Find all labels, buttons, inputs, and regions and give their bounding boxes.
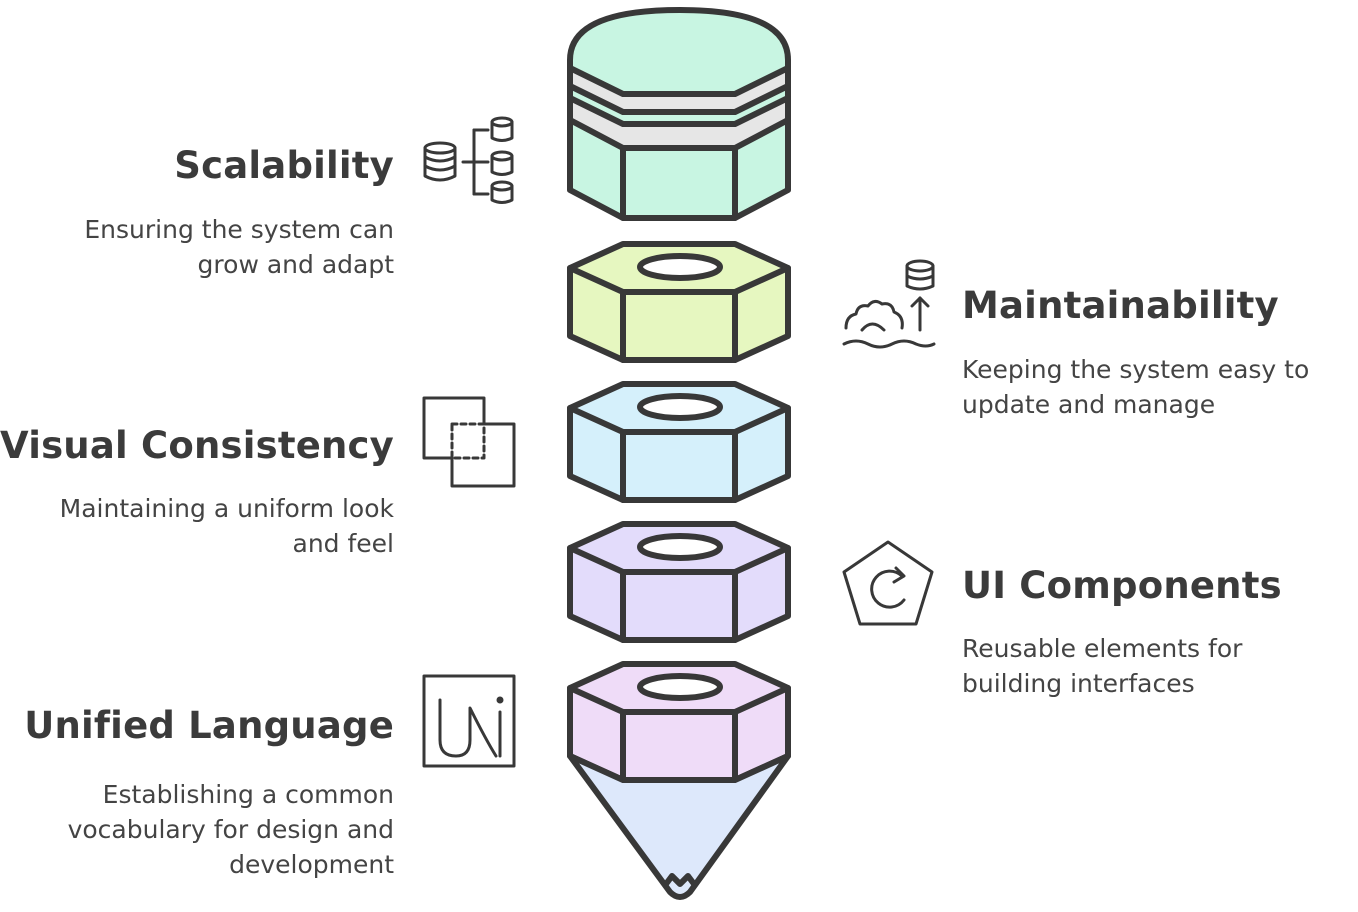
ui-components-title: UI Components	[962, 564, 1282, 607]
scalability-desc-line-2: grow and adapt	[197, 250, 394, 279]
gear-update-icon	[842, 259, 936, 349]
unified-language-desc-line-3: development	[229, 850, 394, 879]
hex-nut-3	[567, 521, 791, 643]
hex-nut-1	[567, 241, 791, 363]
scalability-description: Ensuring the system can grow and adapt	[84, 212, 394, 282]
database-split-icon	[423, 116, 514, 204]
scalability-desc-line-1: Ensuring the system can	[84, 215, 394, 244]
unified-language-title: Unified Language	[24, 704, 394, 747]
ui-components-desc-line-1: Reusable elements for	[962, 634, 1243, 663]
visual-consistency-desc-line-2: and feel	[292, 529, 395, 558]
maintainability-desc-line-1: Keeping the system easy to	[962, 355, 1310, 384]
ui-components-description: Reusable elements for building interface…	[962, 631, 1242, 701]
hex-nut-4	[567, 661, 791, 783]
hex-nut-2	[567, 381, 791, 503]
maintainability-title: Maintainability	[962, 284, 1279, 327]
visual-consistency-title: Visual Consistency	[0, 424, 394, 467]
visual-consistency-desc-line-1: Maintaining a uniform look	[59, 494, 394, 523]
ui-components-desc-line-2: building interfaces	[962, 669, 1195, 698]
eraser-cap	[567, 7, 791, 221]
maintainability-description: Keeping the system easy to update and ma…	[962, 352, 1309, 422]
unified-language-desc-line-2: vocabulary for design and	[67, 815, 394, 844]
pencil-tip	[567, 753, 791, 900]
maintainability-desc-line-2: update and manage	[962, 390, 1216, 419]
visual-consistency-description: Maintaining a uniform look and feel	[60, 491, 394, 561]
unified-language-desc-line-1: Establishing a common	[102, 780, 394, 809]
overlapping-squares-icon	[422, 396, 516, 488]
pentagon-refresh-icon	[842, 540, 934, 626]
ui-letters-icon	[422, 674, 516, 768]
unified-language-description: Establishing a common vocabulary for des…	[68, 777, 394, 882]
scalability-title: Scalability	[174, 144, 394, 187]
